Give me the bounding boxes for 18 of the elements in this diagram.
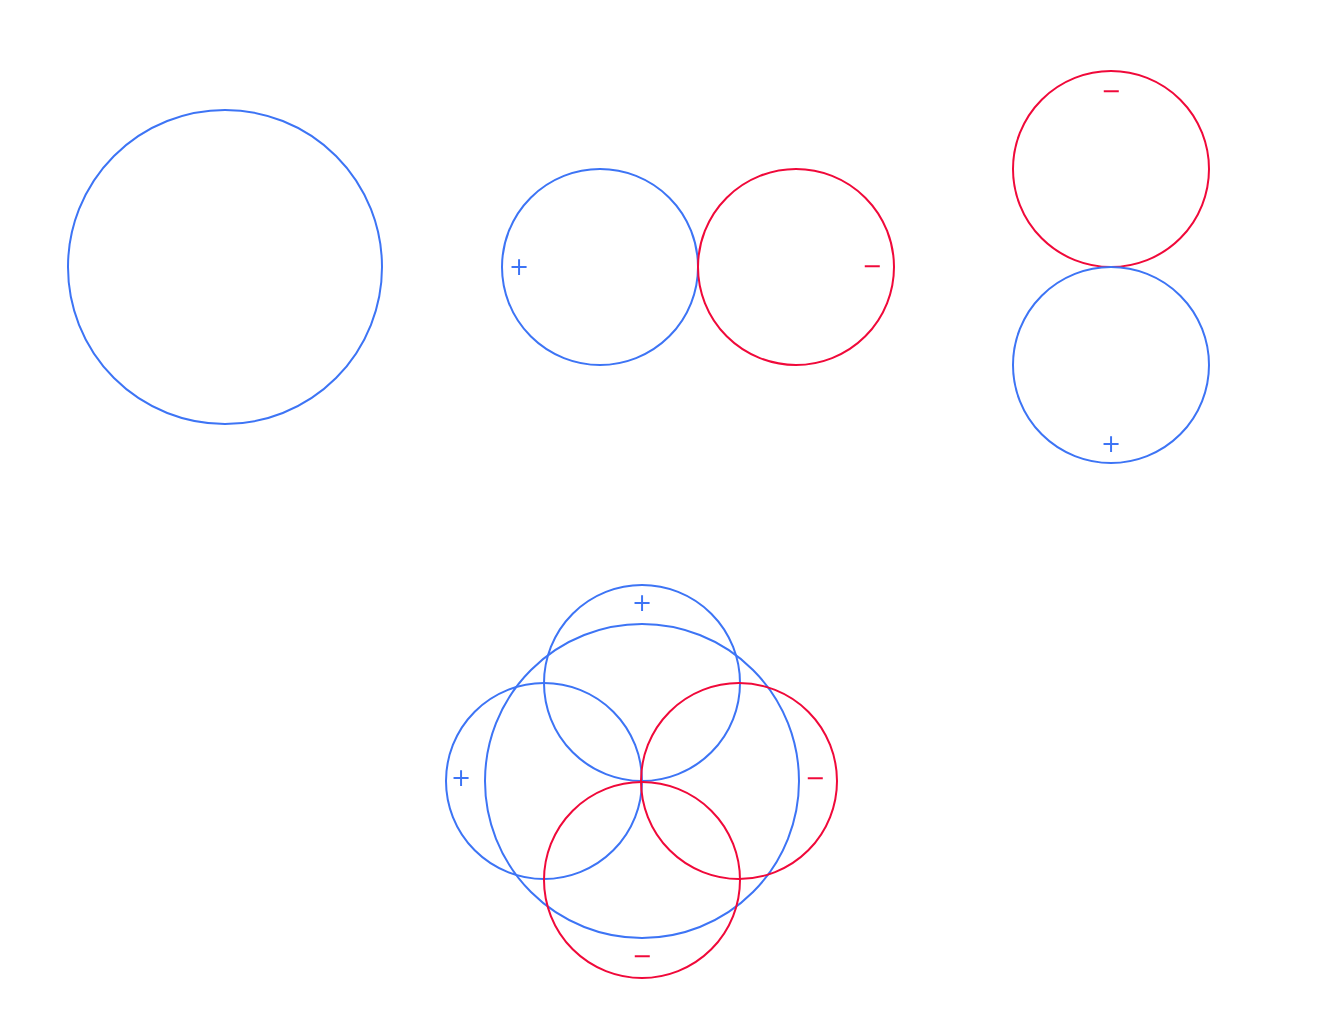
sign-label: + (508, 255, 530, 279)
sign-label: − (631, 944, 653, 968)
sign-label: + (631, 591, 653, 615)
sign-label: − (861, 254, 883, 278)
circle-outline (697, 168, 895, 366)
circle-outline (1012, 70, 1210, 268)
circle-outline (501, 168, 699, 366)
sign-label: − (804, 766, 826, 790)
circle-outline (543, 584, 741, 782)
sign-label: − (1100, 79, 1122, 103)
circle-outline (484, 623, 800, 939)
sign-label: + (450, 766, 472, 790)
circle-outline (640, 682, 838, 880)
sign-label: + (1100, 432, 1122, 456)
circle-outline (445, 682, 643, 880)
circle-outline (1012, 266, 1210, 464)
circle-outline (67, 109, 383, 425)
circle-outline (543, 781, 741, 979)
